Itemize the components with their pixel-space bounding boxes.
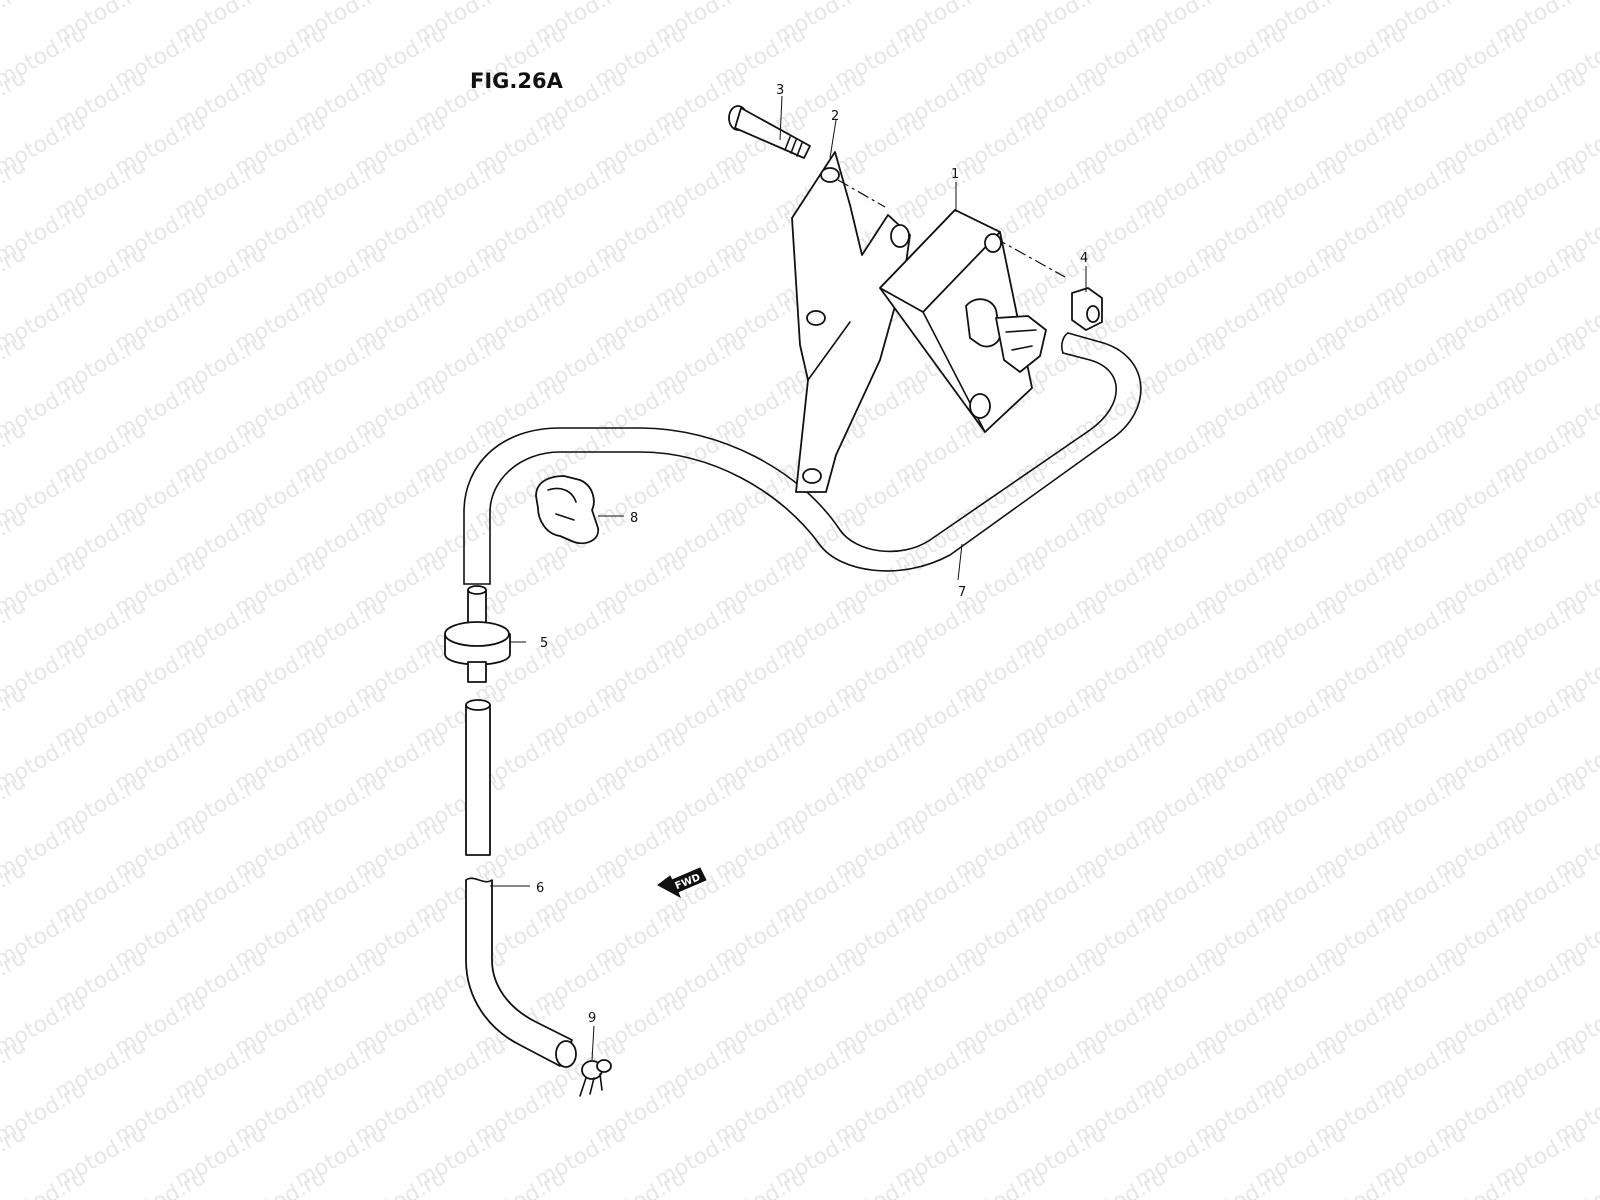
callout-1: 1 (951, 167, 959, 182)
watermark-text: motod.ru (1071, 1165, 1171, 1200)
callout-6: 6 (536, 881, 544, 896)
part-7-loop-hose (463, 332, 1142, 585)
part-9-clip (579, 1059, 612, 1097)
callout-9: 9 (588, 1011, 596, 1026)
callout-7: 7 (958, 585, 966, 600)
watermark-text: motod.ru (231, 1165, 331, 1200)
part-2-bracket (791, 151, 911, 493)
watermark-text: motod.ru (0, 1165, 90, 1200)
part-5-filter (444, 585, 511, 683)
watermark-text: motod.ru (711, 1165, 811, 1200)
watermark-text: motod.ru (1191, 1165, 1291, 1200)
leader-lines (490, 95, 1087, 1061)
callout-numbers: 1 2 3 4 5 6 7 8 9 (536, 83, 1088, 1026)
part-4-nut (1071, 287, 1103, 331)
watermark-text: motod.ru (111, 1165, 211, 1200)
figure-title: FIG.26A (470, 69, 564, 93)
part-8-clamp (535, 475, 599, 545)
watermark-text: motod.ru (1551, 1165, 1600, 1200)
watermark-text: motod.ru (1431, 1165, 1531, 1200)
callout-3: 3 (776, 83, 784, 98)
watermark-text: motod.ru (831, 1165, 931, 1200)
watermark-text: motod.ru (0, 0, 30, 49)
watermark-text: motod.ru (471, 1165, 571, 1200)
callout-4: 4 (1080, 251, 1088, 266)
watermark-text: motod.ru (351, 1165, 451, 1200)
callout-5: 5 (540, 636, 548, 651)
part-1-unit (879, 209, 1047, 433)
watermark-text: motod.ru (1311, 1165, 1411, 1200)
watermark-text: motod.ru (591, 1165, 691, 1200)
part-6-hose (465, 699, 577, 1068)
callout-2: 2 (831, 109, 839, 124)
callout-8: 8 (630, 511, 638, 526)
watermark-text: motod.ru (951, 1165, 1051, 1200)
part-3-bolt (728, 105, 811, 159)
